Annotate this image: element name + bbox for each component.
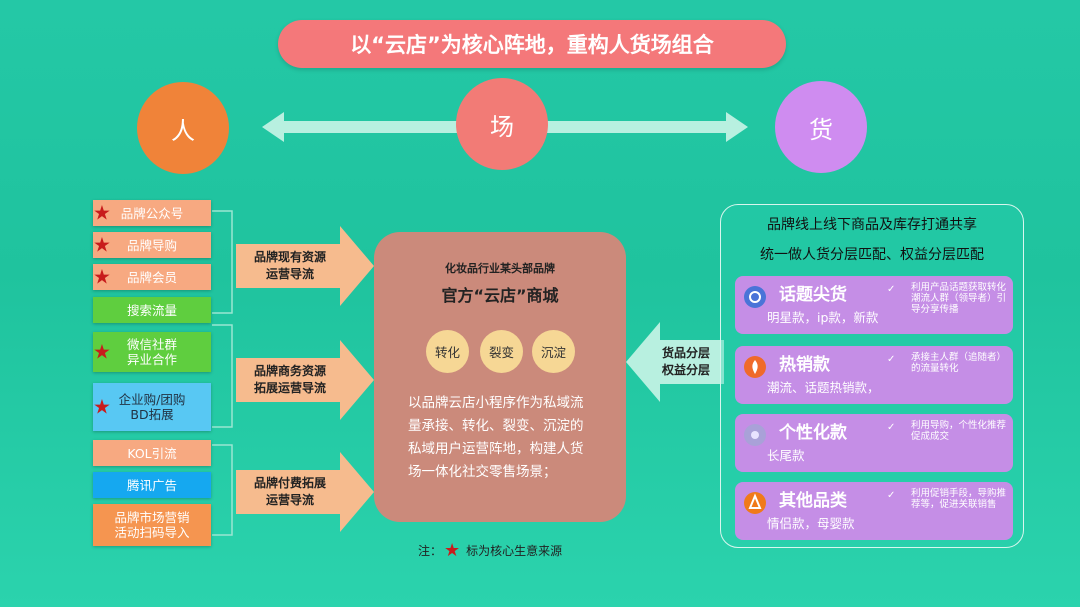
star-icon: ★ [93, 264, 111, 289]
goods-category-card: 其他品类 情侣款，母婴款 ✓ 利用促销手段，导购推荐等，促进关联销售 [735, 482, 1013, 540]
check-icon: ✓ [887, 422, 896, 433]
source-item: ★ 企业购/团购 BD拓展 [93, 383, 211, 431]
pill-retention: 沉淀 [532, 330, 575, 373]
source-item: 搜索流量 [93, 297, 211, 323]
star-icon: ★ [444, 540, 461, 561]
check-icon: ✓ [887, 354, 896, 365]
hot-topic-icon [744, 286, 766, 308]
category-desc: 承接主人群（追随者）的流量转化 [911, 352, 1007, 374]
goods-category-card: 热销款 潮流、话题热销款， ✓ 承接主人群（追随者）的流量转化 [735, 346, 1013, 404]
goods-category-card: 话题尖货 明星款，ip款，新款 ✓ 利用产品话题获取转化潮流人群（领导者）引导分… [735, 276, 1013, 334]
source-item: ★ 品牌会员 [93, 264, 211, 290]
source-label: 企业购/团购 BD拓展 [118, 392, 186, 422]
source-label: 腾讯广告 [126, 477, 177, 493]
layer-arrow [626, 322, 724, 402]
flow-arrow-2 [236, 340, 374, 420]
circle-chang: 场 [456, 78, 548, 170]
category-name: 其他品类 [779, 491, 847, 511]
category-desc: 利用产品话题获取转化潮流人群（领导者）引导分享传播 [911, 282, 1007, 315]
source-label: 品牌会员 [126, 269, 177, 285]
source-label: 搜索流量 [126, 302, 177, 318]
center-description: 以品牌云店小程序作为私域流量承接、转化、裂变、沉淀的私域用户运营阵地，构建人货场… [408, 395, 584, 480]
goods-panel-line1: 品牌线上线下商品及库存打通共享 [767, 217, 977, 233]
source-label: 品牌导购 [126, 237, 177, 253]
source-item: ★ 品牌导购 [93, 232, 211, 258]
source-item: 腾讯广告 [93, 472, 211, 498]
category-examples: 情侣款，母婴款 [767, 516, 855, 531]
source-item: ★ 微信社群 异业合作 [93, 332, 211, 372]
personalized-icon [744, 424, 766, 446]
star-icon: ★ [93, 232, 111, 257]
group-brackets [212, 210, 233, 536]
star-icon: ★ [93, 339, 111, 364]
other-category-icon [744, 492, 766, 514]
pill-fission: 裂变 [480, 330, 523, 373]
fire-icon [744, 356, 766, 378]
star-icon: ★ [93, 200, 111, 225]
category-desc: 利用促销手段，导购推荐等，促进关联销售 [911, 488, 1007, 510]
note-prefix: 注： [418, 544, 443, 558]
source-label: 品牌市场营销 活动扫码导入 [114, 510, 190, 540]
flow-arrow-3 [236, 452, 374, 532]
check-icon: ✓ [887, 490, 896, 501]
pill-conversion: 转化 [426, 330, 469, 373]
flow-label-1: 品牌现有资源 运营导流 [253, 250, 326, 281]
circle-ren: 人 [137, 82, 229, 174]
goods-panel-line2: 统一做人货分层匹配、权益分层匹配 [760, 247, 984, 263]
category-name: 个性化款 [779, 423, 847, 443]
category-examples: 潮流、话题热销款， [767, 380, 880, 395]
note-text: 标为核心生意来源 [466, 544, 563, 558]
flow-label-3: 品牌付费拓展 运营导流 [253, 476, 326, 507]
goods-category-card: 个性化款 长尾款 ✓ 利用导购，个性化推荐促成成交 [735, 414, 1013, 472]
circle-huo: 货 [775, 81, 867, 173]
category-examples: 明星款，ip款，新款 [767, 310, 879, 325]
category-name: 热销款 [779, 355, 830, 375]
legend-note: 注： ★ 标为核心生意来源 [418, 540, 562, 561]
yundian-center-card: 化妆品行业某头部品牌 官方“云店”商城 转化 裂变 沉淀 以品牌云店小程序作为私… [374, 232, 626, 522]
source-item: 品牌市场营销 活动扫码导入 [93, 504, 211, 546]
center-title: 官方“云店”商城 [441, 286, 559, 305]
source-label: 微信社群 异业合作 [126, 337, 177, 367]
source-item: KOL引流 [93, 440, 211, 466]
page-title: 以“云店”为核心阵地，重构人货场组合 [278, 20, 786, 68]
flow-label-2: 品牌商务资源 拓展运营导流 [253, 364, 326, 395]
layer-arrow-label: 货品分层 权益分层 [661, 346, 710, 377]
check-icon: ✓ [887, 284, 896, 295]
category-desc: 利用导购，个性化推荐促成成交 [911, 420, 1007, 442]
category-examples: 长尾款 [767, 448, 805, 463]
center-subtitle: 化妆品行业某头部品牌 [445, 262, 555, 275]
source-label: 品牌公众号 [120, 205, 184, 221]
star-icon: ★ [93, 394, 111, 419]
source-item: ★ 品牌公众号 [93, 200, 211, 226]
flow-arrow-1 [236, 226, 374, 306]
source-label: KOL引流 [127, 445, 177, 461]
category-name: 话题尖货 [779, 285, 847, 305]
